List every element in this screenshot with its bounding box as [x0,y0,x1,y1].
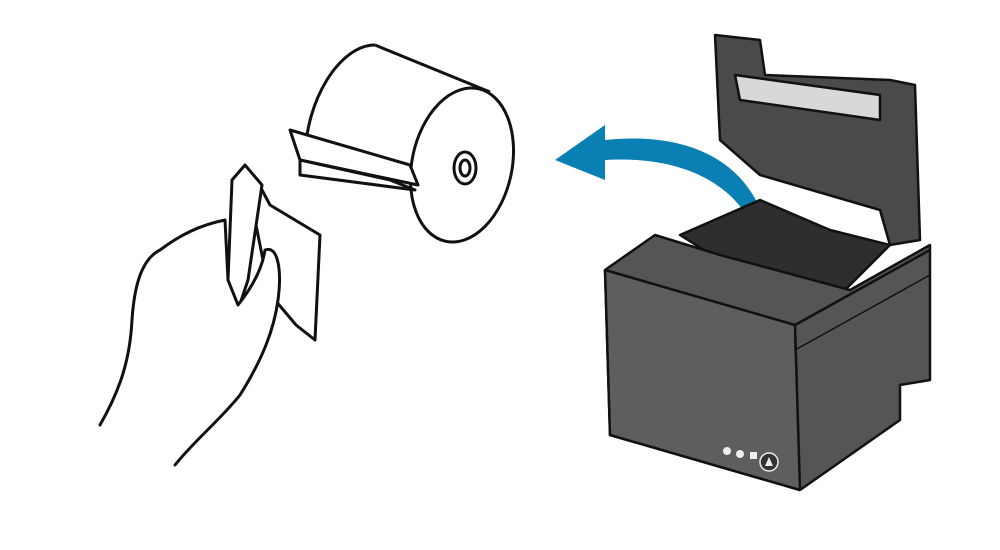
paper-roll [288,43,516,244]
hand [98,218,281,467]
hand-with-paper [98,163,322,467]
paper-tail [288,128,420,187]
network-led-icon [750,452,757,459]
power-led-icon [736,450,744,458]
arrow-icon [555,125,770,245]
printer [603,33,932,492]
error-led-icon [723,447,731,455]
control-panel [723,447,779,472]
platen-roller [733,73,882,122]
